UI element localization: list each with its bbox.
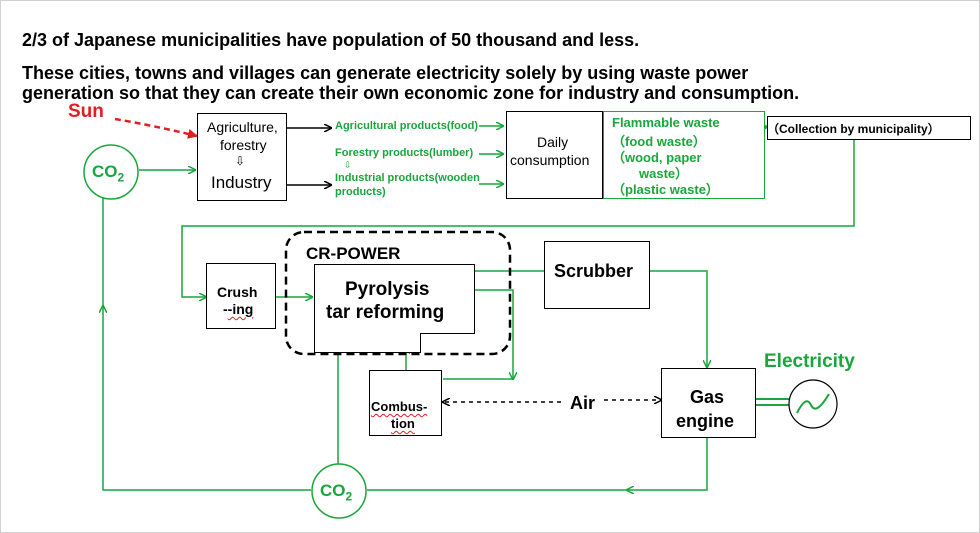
agriculture-label: Agriculture,: [207, 119, 278, 135]
combustion-label-2-text: tion: [391, 416, 415, 431]
pyrolysis-label: Pyrolysis: [345, 279, 430, 300]
air-label: Air: [570, 393, 596, 413]
collection-label: （Collection by municipality）: [767, 122, 940, 136]
wood-paper-waste-label-2: waste）: [639, 166, 689, 181]
gas-engine-to-co2-arrow: [627, 438, 708, 490]
collection-box: [767, 116, 971, 140]
down-arrow-icon: ⇩: [235, 154, 246, 168]
gas-engine-box: [661, 368, 756, 438]
flammable-waste-box: [603, 111, 765, 199]
tar-reforming-label: tar reforming: [326, 302, 445, 323]
cr-power-frame: [284, 230, 512, 356]
consumption-label: consumption: [510, 152, 590, 168]
co2-bottom-to-co2-top-arrow: [103, 306, 311, 491]
combustion-label-1-text: Combus-: [371, 399, 428, 414]
pyrolysis-to-combustion-arrow: [474, 289, 513, 379]
sine-wave-icon: [796, 393, 830, 414]
co2-bottom-subscript: 2: [345, 489, 353, 504]
agriculture-industry-box: [197, 113, 287, 201]
industrial-products-label-2: products): [335, 186, 386, 198]
co2-top-text: CO: [92, 162, 118, 181]
pyrolysis-box: [314, 264, 475, 334]
generator-circle: [788, 379, 838, 429]
engine-label: engine: [676, 411, 735, 431]
crushing-box: [206, 263, 276, 329]
heading-line-3: generation so that they can create their…: [22, 83, 800, 103]
cr-power-label: CR-POWER: [306, 244, 401, 263]
daily-consumption-box: [506, 111, 603, 199]
co2-top-label: CO2: [92, 162, 124, 184]
plastic-waste-label: （plastic waste）: [612, 182, 719, 197]
combustion-label-2: tion: [391, 416, 415, 431]
co2-top-subscript: 2: [117, 170, 125, 185]
combustion-label-1: Combus-: [371, 399, 427, 414]
heading-line-1: 2/3 of Japanese municipalities have popu…: [22, 30, 640, 50]
heading-line-2: These cities, towns and villages can gen…: [22, 63, 749, 83]
pyrolysis-lower-tab: [314, 333, 421, 353]
flammable-waste-title: Flammable waste: [612, 115, 720, 130]
wood-paper-waste-label-1: （wood, paper: [612, 150, 702, 165]
scrubber-label: Scrubber: [554, 261, 634, 281]
industry-label: Industry: [211, 173, 272, 192]
electricity-label: Electricity: [764, 351, 855, 372]
industrial-products-label-1: Industrial products(wooden: [335, 172, 480, 184]
sun-arrow: [114, 117, 198, 139]
collection-to-crushing-arrow: [181, 139, 855, 297]
forestry-products-label: Forestry products(lumber): [335, 147, 474, 159]
agricultural-products-label: Agricultural products(food): [335, 120, 478, 132]
co2-bottom-text: CO: [320, 481, 346, 500]
sun-label: Sun: [68, 101, 104, 122]
daily-label: Daily: [537, 134, 569, 150]
scrubber-box: [544, 241, 650, 309]
gas-label: Gas: [690, 387, 725, 407]
combustion-box: [369, 370, 442, 436]
crushing-label-2-text: -ing: [227, 301, 254, 317]
co2-bottom-circle: [311, 463, 367, 519]
crushing-label-2: --ing: [223, 301, 254, 317]
scrubber-to-gas-engine-arrow: [650, 270, 707, 367]
co2-bottom-label: CO2: [320, 481, 352, 503]
crushing-label-1: Crush: [217, 284, 258, 300]
small-down-arrow-icon: ⇩: [344, 160, 352, 170]
food-waste-label: （food waste）: [612, 134, 706, 149]
forestry-label: forestry: [220, 137, 267, 153]
co2-top-circle: [83, 144, 139, 200]
